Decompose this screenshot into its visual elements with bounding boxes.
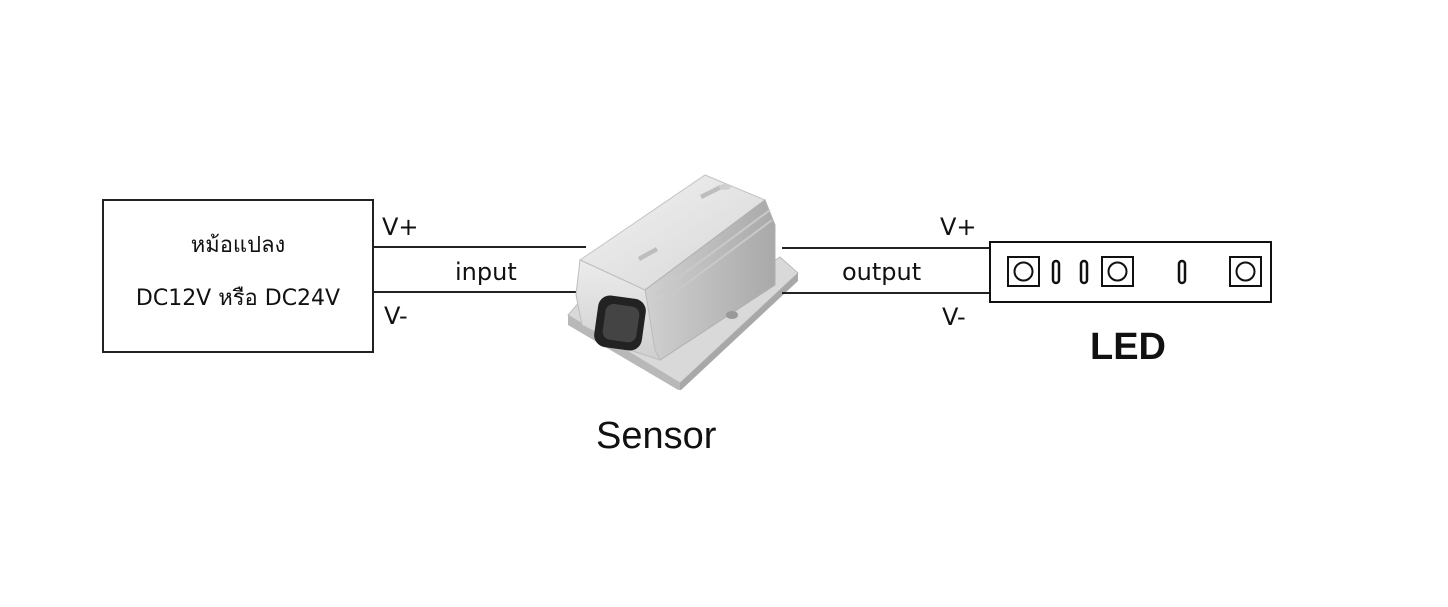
output-v-minus-label: V-: [942, 303, 966, 331]
output-wire-positive: [782, 247, 989, 249]
led-chips-icon: [1007, 256, 1262, 287]
sensor-label: Sensor: [596, 415, 717, 457]
power-supply-label-line1: หม้อแปลง: [190, 233, 286, 258]
input-wire-negative: [372, 291, 580, 293]
led-label: LED: [1090, 326, 1166, 368]
output-wire-negative: [782, 292, 989, 294]
input-wire-positive: [372, 246, 586, 248]
input-label: input: [455, 258, 517, 286]
input-v-plus-label: V+: [382, 213, 419, 241]
output-label: output: [842, 258, 922, 286]
power-supply-label-line2: DC12V หรือ DC24V: [135, 286, 341, 311]
input-v-minus-label: V-: [384, 302, 408, 330]
sensor-device-icon: [567, 174, 799, 390]
output-v-plus-label: V+: [940, 213, 977, 241]
power-supply-box: [102, 199, 374, 353]
